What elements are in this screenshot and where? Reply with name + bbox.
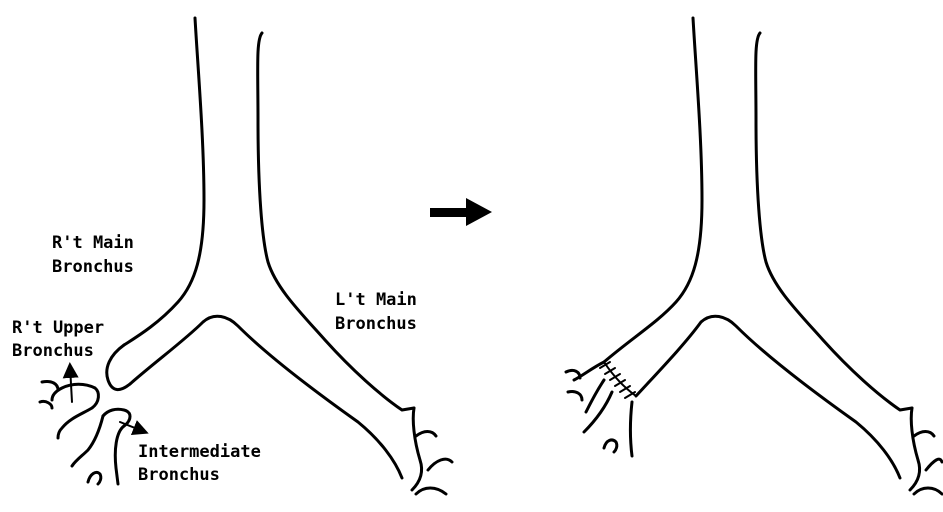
after-upper-branch-hook-b (568, 391, 582, 400)
lt-branch-hook-bottom (416, 488, 446, 494)
after-lt-branch-hook-bottom (914, 488, 942, 494)
lt-lower-branch-wall (412, 408, 422, 490)
intermediate-bronchus-branch (88, 472, 101, 484)
after-trachea-right-wall (756, 33, 912, 410)
after-lt-branch-hook-middle (926, 459, 942, 470)
lt-branch-hook-top (416, 432, 436, 437)
after-upper-branch-wall (574, 362, 604, 412)
rt-main-label-line1: R't Main (52, 233, 134, 253)
rt-upper-pointer-arrow (70, 366, 72, 402)
lt-branch-hook-middle (428, 459, 452, 470)
after-lt-branch-hook-top (914, 432, 934, 437)
rt-upper-bronchus-piece (52, 384, 98, 438)
lt-main-label-line1: L't Main (335, 290, 417, 310)
rt-upper-label-line1: R't Upper (12, 318, 104, 338)
after-panel (566, 18, 942, 494)
intermediate-bronchus-left-wall (72, 416, 103, 466)
before-panel: R't Main Bronchus L't Main Bronchus R't … (12, 18, 452, 494)
after-intermediate-wall-left (584, 392, 612, 432)
rt-upper-bronchus-branch-a (42, 381, 58, 390)
rt-main-cut-end (107, 345, 130, 390)
rt-upper-bronchus-branch-b (40, 401, 52, 408)
after-intermediate-branch (604, 440, 617, 452)
rt-main-label-line2: Bronchus (52, 257, 134, 277)
lt-main-label-line2: Bronchus (335, 314, 417, 334)
rt-upper-label-line2: Bronchus (12, 341, 94, 361)
trachea-right-wall (258, 33, 414, 410)
after-carina (636, 316, 900, 478)
after-trachea-left-wall (604, 18, 702, 362)
after-lt-lower-branch-wall (910, 408, 920, 490)
intermediate-label-line2: Bronchus (138, 465, 220, 485)
right-arrow-icon (430, 198, 492, 226)
intermediate-bronchus-piece (103, 409, 130, 484)
intermediate-label-line1: Intermediate (138, 442, 261, 462)
after-intermediate-wall-right (631, 402, 633, 456)
trachea-left-wall (124, 18, 204, 345)
